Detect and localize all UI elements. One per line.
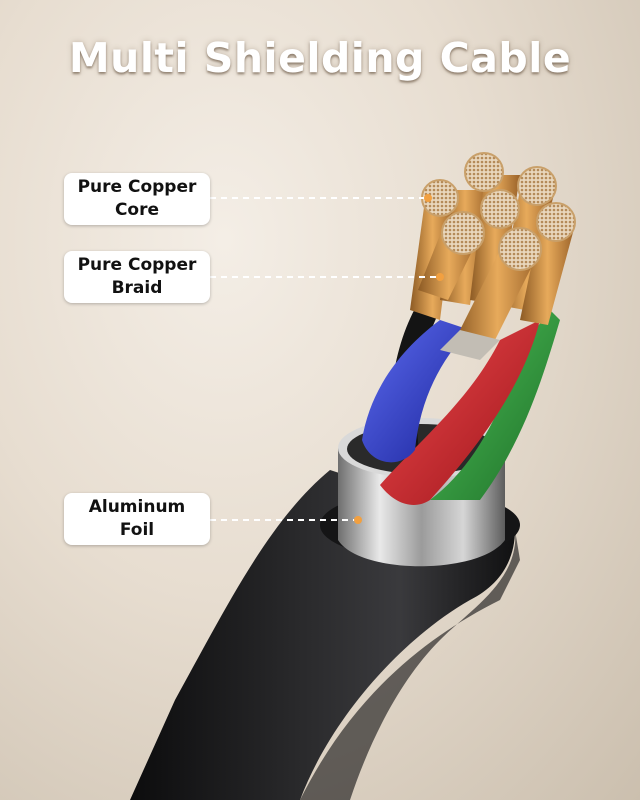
core-marker-dot: [424, 194, 432, 202]
label-aluminum-foil: Aluminum Foil: [64, 493, 210, 545]
strand-ends: [421, 152, 576, 271]
label-braid-line2: Braid: [111, 278, 163, 298]
label-copper-braid: Pure Copper Braid: [64, 251, 210, 303]
label-foil-line2: Foil: [119, 520, 155, 540]
label-core-line2: Core: [114, 200, 160, 220]
headline: Multi Shielding Cable: [68, 34, 572, 82]
label-copper-core: Pure Copper Core: [64, 173, 210, 225]
braid-marker-dot: [436, 273, 444, 281]
foil-marker-dot: [354, 516, 362, 524]
label-braid-line1: Pure Copper: [77, 255, 197, 275]
wire-red: [380, 320, 540, 505]
leader-lines: [210, 197, 438, 521]
wire-blue: [362, 320, 470, 463]
wire-green: [430, 310, 560, 500]
label-core-line1: Pure Copper: [77, 177, 197, 197]
label-foil-line1: Aluminum: [88, 497, 186, 517]
